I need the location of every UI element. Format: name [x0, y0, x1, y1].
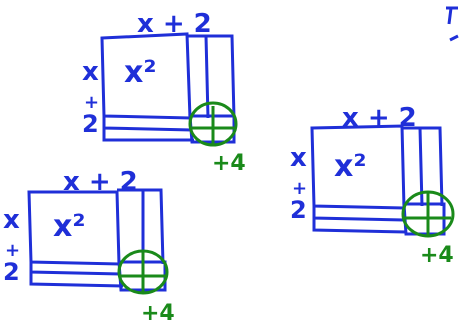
x-squared-label: x²: [53, 209, 86, 244]
x-squared-label: x²: [124, 55, 157, 90]
side-x-label: x: [82, 57, 99, 87]
corner-grid: [120, 252, 166, 292]
corner-highlight-circle: [401, 190, 455, 238]
completing-square-diagram-3: x + 2 x + 2 x² +4: [290, 103, 455, 268]
cropped-stroke-top-right: [446, 6, 459, 42]
right-strip-2: [206, 34, 236, 119]
side-plus-label: +: [5, 240, 20, 261]
completing-square-diagram-1: x + 2 x + 2 x² +4: [82, 9, 246, 176]
side-x-label: x: [290, 143, 307, 173]
bottom-strip-2: [312, 218, 407, 234]
corner-highlight-circle: [188, 101, 238, 147]
corner-grid: [404, 193, 451, 235]
side-x-label: x: [3, 205, 20, 235]
right-strip-2: [143, 188, 165, 265]
side-two-label: 2: [82, 110, 99, 138]
side-plus-label: +: [84, 92, 99, 113]
corner-plus-four-label: +4: [141, 301, 175, 326]
side-two-label: 2: [290, 196, 307, 224]
side-plus-label: +: [292, 178, 307, 199]
bottom-strip-2: [29, 272, 124, 288]
side-two-label: 2: [3, 258, 20, 286]
bottom-strip-2: [102, 128, 194, 142]
corner-highlight-circle: [117, 249, 169, 295]
x-squared-label: x²: [334, 149, 367, 184]
corner-plus-four-label: +4: [420, 243, 454, 268]
corner-grid: [192, 106, 234, 144]
corner-plus-four-label: +4: [212, 151, 246, 176]
right-strip-2: [420, 126, 444, 207]
completing-square-diagram-2: x + 2 x + 2 x² +4: [3, 167, 175, 326]
